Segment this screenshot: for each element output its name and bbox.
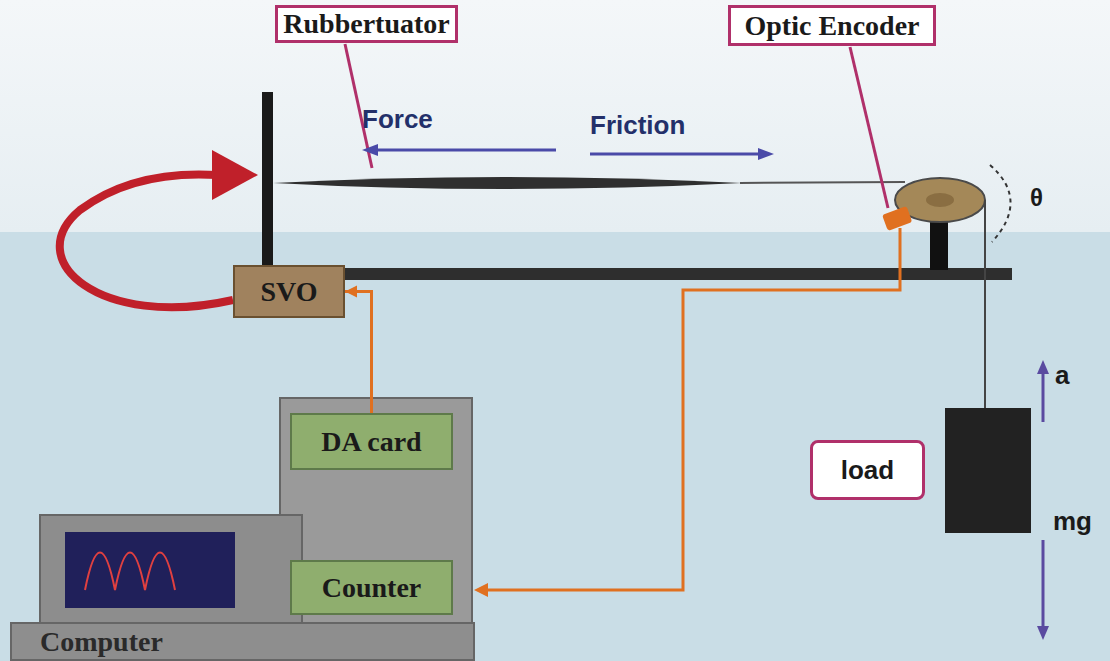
acceleration-label: a — [1055, 360, 1069, 391]
node-text: Computer — [40, 626, 163, 658]
node-text: Counter — [322, 572, 422, 604]
friction-label: Friction — [590, 110, 685, 141]
computer-base: Computer — [10, 622, 475, 661]
node-text: Rubbertuator — [283, 8, 449, 40]
callout-box: Rubbertuator — [275, 5, 458, 43]
callout-box: Optic Encoder — [728, 5, 936, 46]
counter-box: Counter — [290, 560, 453, 615]
angle-label: θ — [1030, 184, 1043, 212]
force-label: Force — [362, 104, 433, 135]
callout-box: load — [810, 440, 925, 500]
servo-valve-box: SVO — [233, 265, 345, 318]
node-text: load — [841, 455, 894, 486]
weight-label: mg — [1053, 506, 1092, 537]
signal-wire — [345, 286, 372, 414]
node-text: DA card — [321, 426, 421, 458]
da-card-box: DA card — [290, 413, 453, 470]
node-text: Optic Encoder — [745, 10, 920, 42]
node-text: SVO — [260, 276, 317, 308]
